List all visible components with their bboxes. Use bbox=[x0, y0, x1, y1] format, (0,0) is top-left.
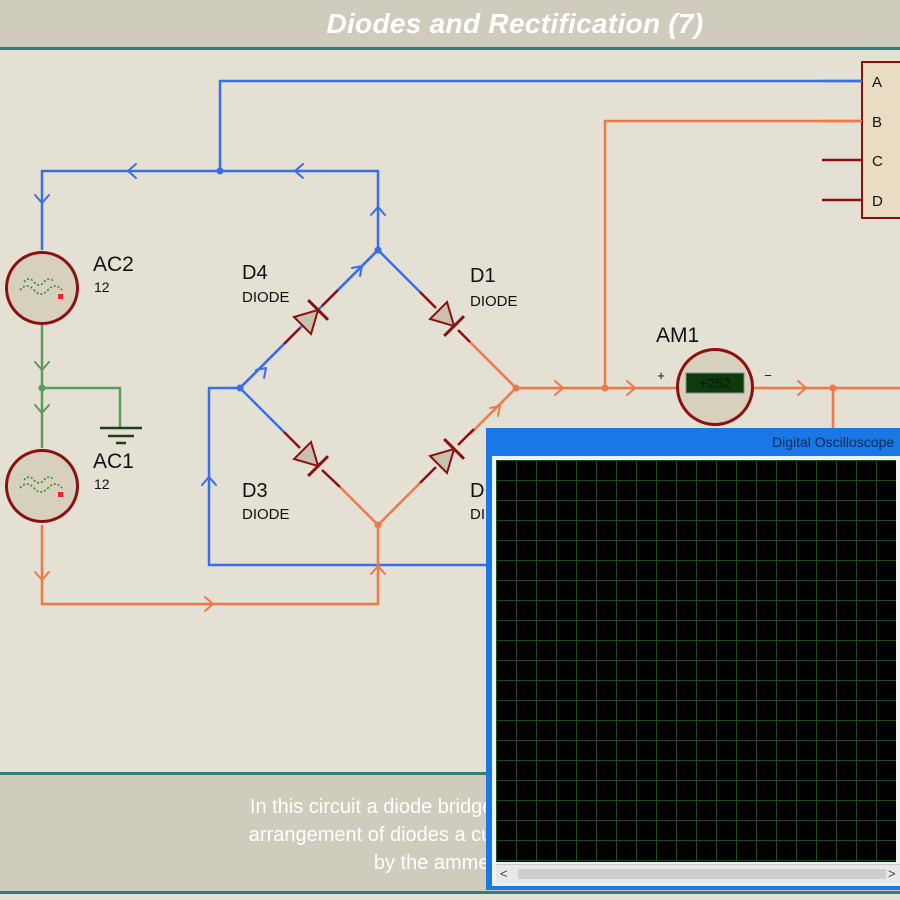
title-bar: Diodes and Rectification (7) bbox=[0, 0, 900, 50]
d2-label: D bbox=[470, 480, 484, 502]
oscilloscope-body: < > bbox=[492, 456, 900, 886]
oscilloscope-title: Digital Oscilloscope bbox=[772, 434, 895, 450]
oscilloscope-channel-block[interactable]: A B C D bbox=[822, 61, 900, 219]
junctions bbox=[38, 167, 837, 529]
d4-type: DIODE bbox=[242, 289, 290, 306]
ac-source-ac2[interactable] bbox=[4, 250, 80, 326]
ammeter-plus: + bbox=[657, 368, 665, 383]
ac2-value: 12 bbox=[94, 279, 110, 295]
ac1-label: AC1 bbox=[93, 450, 134, 473]
diode-d1[interactable] bbox=[428, 300, 466, 338]
diode-d2[interactable] bbox=[428, 437, 466, 475]
d1-type: DIODE bbox=[470, 293, 518, 310]
positive-wires bbox=[40, 119, 900, 606]
ground-arrows bbox=[34, 361, 50, 414]
description-line-3: by the ammete bbox=[373, 852, 507, 874]
ground-symbol bbox=[100, 426, 142, 445]
channel-a-label: A bbox=[872, 74, 882, 91]
d3-label: D3 bbox=[242, 480, 268, 502]
diode-leads bbox=[283, 289, 475, 488]
ac1-value: 12 bbox=[94, 476, 110, 492]
oscilloscope-window[interactable]: Digital Oscilloscope < > bbox=[486, 428, 900, 890]
channel-c-label: C bbox=[872, 153, 883, 170]
ammeter-minus: − bbox=[764, 368, 772, 383]
d1-label: D1 bbox=[470, 265, 496, 287]
scrollbar-track[interactable] bbox=[518, 869, 886, 879]
d2-type: DI bbox=[470, 506, 485, 523]
scroll-left-arrow-icon[interactable]: < bbox=[500, 866, 508, 881]
ground-wires bbox=[40, 325, 122, 448]
positive-arrows bbox=[34, 380, 807, 612]
negative-arrows bbox=[34, 163, 386, 486]
oscilloscope-scrollbar[interactable]: < > bbox=[496, 864, 900, 883]
channel-b-label: B bbox=[872, 114, 882, 131]
diode-d3[interactable] bbox=[292, 440, 330, 478]
scroll-right-arrow-icon[interactable]: > bbox=[888, 866, 896, 881]
ac-source-ac1[interactable] bbox=[4, 448, 80, 524]
d3-type: DIODE bbox=[242, 506, 290, 523]
component-labels: AC2 12 AC1 12 D4 DIODE D1 DIODE D3 DIODE… bbox=[93, 253, 699, 523]
channel-d-label: D bbox=[872, 193, 883, 210]
am1-label: AM1 bbox=[656, 324, 699, 347]
oscilloscope-screen[interactable] bbox=[496, 460, 896, 862]
diode-d4[interactable] bbox=[292, 298, 330, 336]
page-title: Diodes and Rectification (7) bbox=[326, 8, 704, 39]
ac2-label: AC2 bbox=[93, 253, 134, 276]
ammeter-am1[interactable]: +252 + − bbox=[657, 348, 772, 426]
ammeter-reading: +252 bbox=[699, 375, 731, 391]
d4-label: D4 bbox=[242, 262, 268, 284]
